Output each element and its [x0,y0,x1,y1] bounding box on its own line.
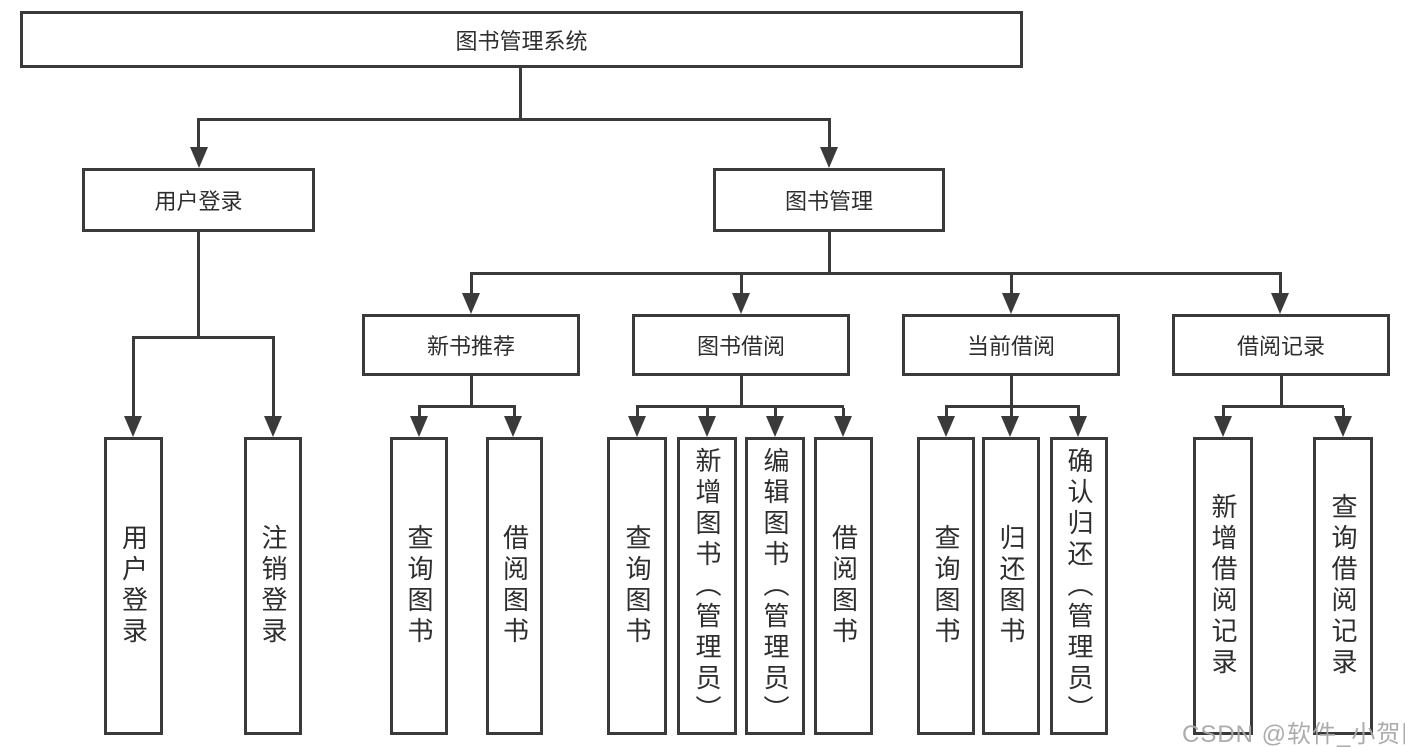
connector-userlogin-rail [132,336,275,339]
leaf-add-borrow-record: 新增借阅记录 [1193,437,1253,735]
leaf-logout: 注销登录 [244,437,302,735]
connector-userlogin-stem [197,232,200,336]
leaf-confirm-return-admin: 确认归还（管理员） [1050,437,1108,735]
node-current-borrowing: 当前借阅 [902,314,1120,376]
connector-borrowing-stem [740,376,743,405]
arrowhead-book-borrowing [732,293,750,314]
node-borrowing-records: 借阅记录 [1172,314,1390,376]
connector-bookmgmt-drop-1 [470,275,473,296]
arrowhead-borrowing-leaf-2 [698,416,716,437]
connector-newbook-stem [470,376,473,405]
leaf-user-login: 用户登录 [104,437,163,735]
arrowhead-current-leaf-2 [1001,416,1019,437]
arrowhead-current-leaf-1 [937,416,955,437]
node-book-borrowing: 图书借阅 [632,314,850,376]
connector-bookmgmt-stem [828,232,831,272]
connector-newbook-drop-2 [513,408,516,418]
connector-current-drop-1 [945,408,948,418]
arrowhead-new-book-recommend [462,293,480,314]
arrowhead-userlogin-leaf-1 [124,416,142,437]
arrowhead-borrowing-records [1271,293,1289,314]
connector-userlogin-drop-1 [132,339,135,419]
connector-current-drop-2 [1010,408,1013,418]
arrowhead-records-leaf-1 [1214,416,1232,437]
connector-borrowing-drop-4 [842,408,845,418]
leaf-edit-books-admin: 编辑图书（管理员） [745,437,805,735]
arrowhead-borrowing-leaf-4 [834,416,852,437]
connector-root-stem [519,68,522,119]
leaf-current-query-books: 查询图书 [917,437,975,735]
node-new-book-recommend: 新书推荐 [362,314,580,376]
arrowhead-current-leaf-3 [1069,416,1087,437]
connector-current-drop-3 [1077,408,1080,418]
connector-root-rail [197,118,831,121]
leaf-borrowing-query-books: 查询图书 [607,437,667,735]
connector-current-rail [945,405,1080,408]
arrowhead-records-leaf-2 [1334,416,1352,437]
arrowhead-newbook-leaf-1 [410,416,428,437]
node-book-management: 图书管理 [713,168,945,232]
node-user-login: 用户登录 [82,168,315,232]
connector-borrowing-drop-2 [706,408,709,418]
connector-newbook-rail [418,405,516,408]
connector-userlogin-drop-2 [272,339,275,419]
connector-root-left-drop [197,121,200,150]
node-library-management-system: 图书管理系统 [20,11,1023,68]
connector-bookmgmt-drop-4 [1279,275,1282,296]
connector-records-drop-2 [1342,408,1345,418]
leaf-query-borrow-record: 查询借阅记录 [1313,437,1373,735]
arrowhead-book-management [820,147,838,168]
connector-records-rail [1222,405,1344,408]
arrowhead-borrowing-leaf-3 [766,416,784,437]
connector-bookmgmt-drop-3 [1010,275,1013,296]
connector-root-right-drop [828,121,831,150]
arrowhead-current-borrowing [1002,293,1020,314]
arrowhead-borrowing-leaf-1 [628,416,646,437]
connector-records-stem [1280,376,1283,405]
connector-borrowing-drop-3 [774,408,777,418]
arrowhead-userlogin-leaf-2 [264,416,282,437]
leaf-newbook-borrow-books: 借阅图书 [486,437,543,735]
csdn-watermark: CSDN @软件_小贺同学 [1182,721,1405,747]
leaf-borrowing-borrow-books: 借阅图书 [814,437,873,735]
connector-borrowing-rail [636,405,844,408]
leaf-add-books-admin: 新增图书（管理员） [677,437,737,735]
connector-newbook-drop-1 [418,408,421,418]
connector-borrowing-drop-1 [636,408,639,418]
arrowhead-newbook-leaf-2 [504,416,522,437]
connector-bookmgmt-rail [470,272,1282,275]
connector-bookmgmt-drop-2 [740,275,743,296]
arrowhead-user-login [190,147,208,168]
leaf-newbook-query-books: 查询图书 [390,437,448,735]
leaf-return-books: 归还图书 [982,437,1040,735]
connector-current-stem [1010,376,1013,405]
connector-records-drop-1 [1222,408,1225,418]
